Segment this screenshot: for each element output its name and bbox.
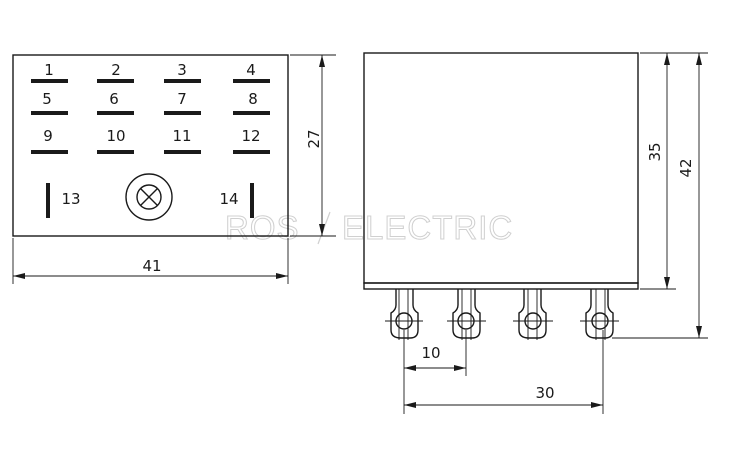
dimension-42-label: 42 — [677, 158, 695, 177]
pin-6-bar — [97, 111, 134, 115]
relay-base-plate — [363, 282, 639, 290]
pin-1-bar — [31, 79, 68, 83]
pin-6-label: 6 — [109, 90, 119, 108]
dimension-height-42 — [612, 52, 708, 339]
pin-3-label: 3 — [177, 61, 187, 79]
dimension-27-label: 27 — [305, 129, 323, 148]
dimension-10-label: 10 — [421, 344, 440, 362]
pin-3-bar — [164, 79, 201, 83]
dimension-pitch-10 — [403, 330, 467, 376]
dimension-41-label: 41 — [142, 257, 161, 275]
pin-8-label: 8 — [248, 90, 258, 108]
terminal-1 — [385, 289, 423, 340]
relay-face-outline — [12, 54, 289, 237]
pin-11-bar — [164, 150, 201, 154]
pin-8-bar — [233, 111, 270, 115]
pin-1-label: 1 — [44, 61, 54, 79]
pin-12-label: 12 — [241, 127, 260, 145]
indicator-lamp-icon — [125, 173, 173, 221]
dimension-width-41 — [12, 238, 289, 284]
watermark-left: ROS — [225, 209, 300, 246]
pin-2-label: 2 — [111, 61, 121, 79]
dimension-height-27 — [290, 54, 336, 237]
terminal-2 — [447, 289, 486, 340]
dimension-35-label: 35 — [646, 142, 664, 161]
dimension-height-35 — [640, 52, 676, 290]
dimension-30-label: 30 — [535, 384, 554, 402]
pin-13-label: 13 — [61, 190, 80, 208]
pin-7-bar — [164, 111, 201, 115]
pin-5-bar — [31, 111, 68, 115]
terminal-3 — [513, 289, 553, 340]
pin-10-label: 10 — [106, 127, 125, 145]
pin-4-label: 4 — [246, 61, 256, 79]
pin-11-label: 11 — [172, 127, 191, 145]
pin-4-bar — [233, 79, 270, 83]
watermark-right: ELECTRIC — [342, 209, 513, 246]
pin-14-label: 14 — [219, 190, 238, 208]
pin-13-bar — [46, 183, 50, 218]
dimension-span-30 — [403, 330, 604, 414]
pin-9-bar — [31, 150, 68, 154]
pin-14-bar — [250, 183, 254, 218]
pin-2-bar — [97, 79, 134, 83]
terminal-4 — [580, 289, 619, 340]
pin-9-label: 9 — [43, 127, 53, 145]
relay-body-outline — [363, 52, 639, 284]
pin-5-label: 5 — [42, 90, 52, 108]
pin-10-bar — [97, 150, 134, 154]
pin-7-label: 7 — [177, 90, 187, 108]
pin-12-bar — [233, 150, 270, 154]
